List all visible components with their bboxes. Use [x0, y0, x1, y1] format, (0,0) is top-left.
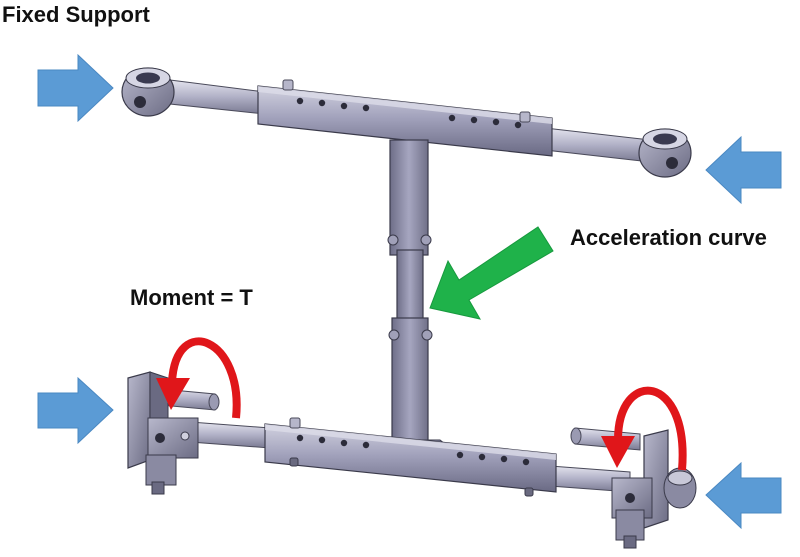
bottom-crossbar	[189, 417, 631, 497]
support-arrow-bottom-right	[705, 461, 782, 530]
moment-arrow-left	[156, 337, 241, 419]
bottom-bar-holes	[296, 434, 530, 466]
top-bar-holes	[296, 97, 522, 129]
top-left-rod	[169, 79, 266, 115]
moment-arrow-right	[601, 386, 687, 471]
moment-label: Moment = T	[130, 285, 253, 310]
fixed-support-label: Fixed Support	[2, 2, 150, 27]
support-arrow-top-right	[705, 135, 782, 205]
bottom-left-rod	[189, 421, 271, 449]
top-crossbar	[169, 79, 651, 163]
acceleration-curve-label: Acceleration curve	[570, 225, 767, 250]
support-arrow-bottom-left	[37, 376, 114, 445]
bottom-left-mount	[127, 371, 220, 495]
top-left-eye-end	[121, 67, 175, 117]
top-right-eye-end	[638, 128, 692, 178]
acceleration-arrow	[429, 226, 554, 320]
bottom-right-mount	[570, 427, 697, 549]
top-right-rod	[544, 127, 651, 163]
support-arrow-top-left	[37, 53, 114, 123]
